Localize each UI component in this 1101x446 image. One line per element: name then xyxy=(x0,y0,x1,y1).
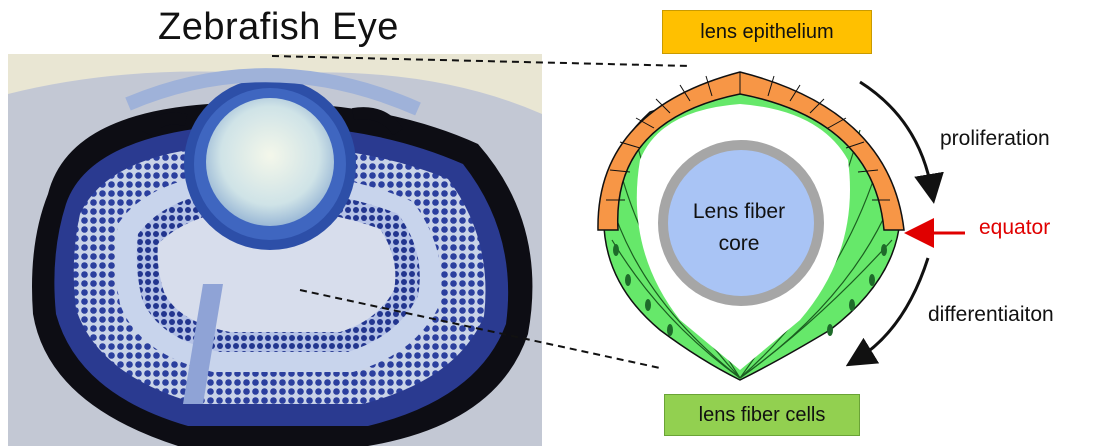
lens-fiber-cells-label: lens fiber cells xyxy=(664,394,860,436)
lens-epithelium-label: lens epithelium xyxy=(662,10,872,54)
equator-label: equator xyxy=(979,216,1050,240)
core-label-line1: Lens fiber xyxy=(669,196,809,228)
connector-top xyxy=(272,56,690,66)
core-label-line2: core xyxy=(669,228,809,260)
connector-bottom xyxy=(300,290,660,368)
differentiation-label: differentiaiton xyxy=(928,303,1054,327)
lens-fiber-core-label: Lens fiber core xyxy=(669,196,809,260)
proliferation-label: proliferation xyxy=(940,127,1050,151)
